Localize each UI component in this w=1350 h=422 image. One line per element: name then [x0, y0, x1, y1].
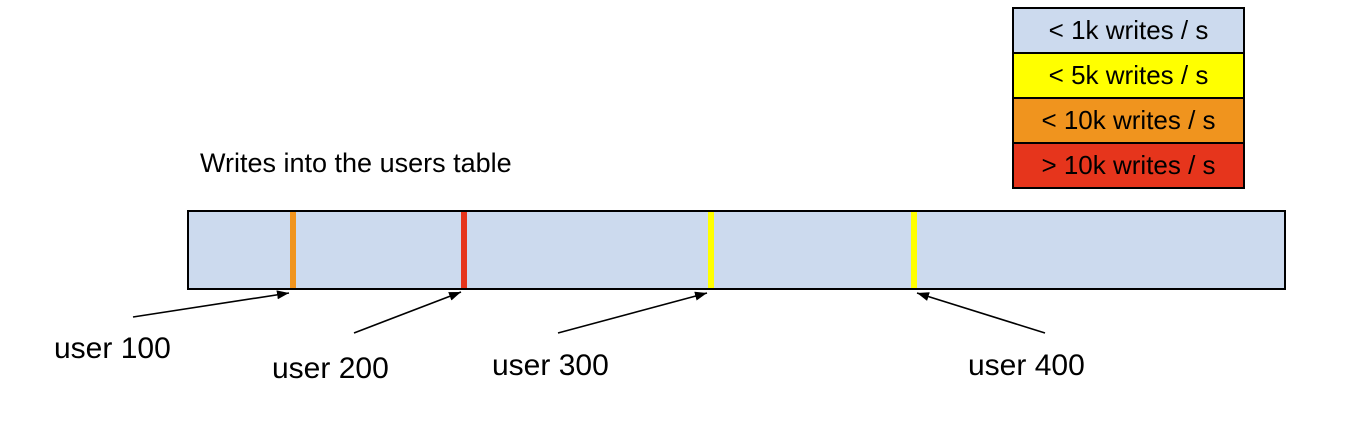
legend-row-lt-5k: < 5k writes / s [1012, 52, 1245, 99]
arrow-to-user-100 [132, 290, 290, 318]
arrow-to-user-200 [353, 291, 462, 334]
callout-label-user-100: user 100 [54, 332, 171, 365]
legend-label: < 10k writes / s [1041, 105, 1216, 135]
hotspot-marker-user-400 [910, 212, 917, 288]
users-table-bar [187, 210, 1286, 290]
callout-label-user-200: user 200 [272, 352, 389, 385]
legend-label: > 10k writes / s [1041, 150, 1216, 180]
hotspot-marker-user-300 [708, 212, 715, 288]
users-table-bar-fill [189, 212, 1284, 288]
callout-label-user-300: user 300 [492, 349, 609, 382]
legend-label: < 5k writes / s [1048, 60, 1209, 90]
legend-row-gt-10k: > 10k writes / s [1012, 142, 1245, 189]
legend-label: < 1k writes / s [1048, 15, 1209, 45]
callout-label-user-400: user 400 [968, 349, 1085, 382]
arrow-to-user-300 [557, 291, 708, 334]
hotspot-marker-user-100 [289, 212, 296, 288]
diagram-title: Writes into the users table [200, 148, 512, 178]
hotspot-marker-user-200 [460, 212, 467, 288]
legend-row-lt-10k: < 10k writes / s [1012, 97, 1245, 144]
legend: < 1k writes / s < 5k writes / s < 10k wr… [1012, 7, 1245, 189]
legend-row-lt-1k: < 1k writes / s [1012, 7, 1245, 54]
arrow-to-user-400 [916, 292, 1046, 334]
